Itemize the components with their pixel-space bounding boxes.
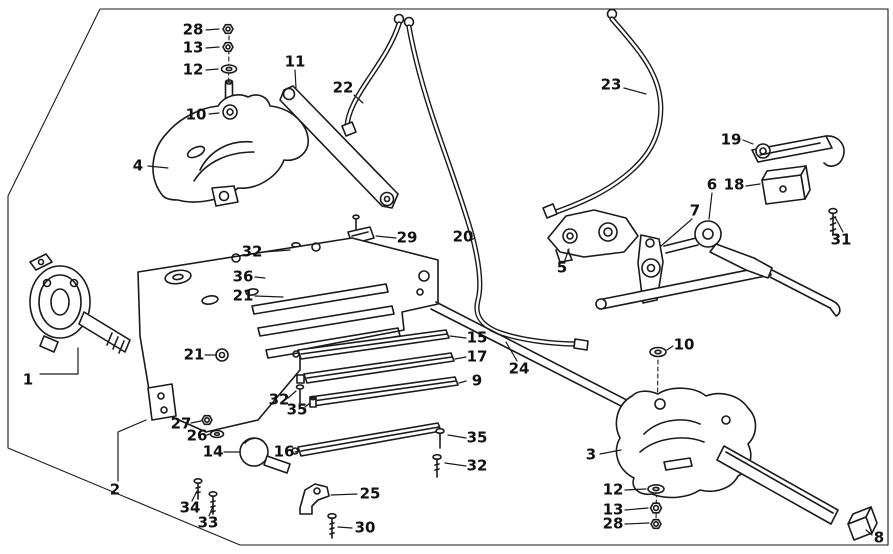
part-4-bracket	[152, 94, 309, 207]
part-5-link	[547, 209, 639, 263]
part-1-switch-assembly	[29, 253, 131, 354]
part-3-bracket-assembly	[615, 346, 878, 541]
part-31-screw	[828, 207, 838, 235]
part-19-lever	[751, 135, 845, 167]
main-bracket-plate	[137, 237, 439, 433]
right-fasteners-35-32	[432, 427, 445, 478]
slider-bars	[291, 329, 459, 457]
cable-22	[341, 13, 405, 137]
mid-fasteners-32-35	[295, 384, 317, 408]
part-7-arm	[637, 234, 664, 304]
cable-23	[542, 8, 664, 219]
leader-lines	[39, 28, 873, 536]
knob-and-small-parts	[193, 414, 291, 515]
part-6-lever-assembly	[595, 220, 841, 317]
part-18-box	[761, 165, 811, 205]
border-frame	[7, 8, 889, 546]
cable-20-24	[403, 16, 589, 351]
part-30-screw	[327, 512, 337, 539]
part-25-bracket	[299, 483, 330, 515]
part-11-lever	[279, 85, 399, 209]
